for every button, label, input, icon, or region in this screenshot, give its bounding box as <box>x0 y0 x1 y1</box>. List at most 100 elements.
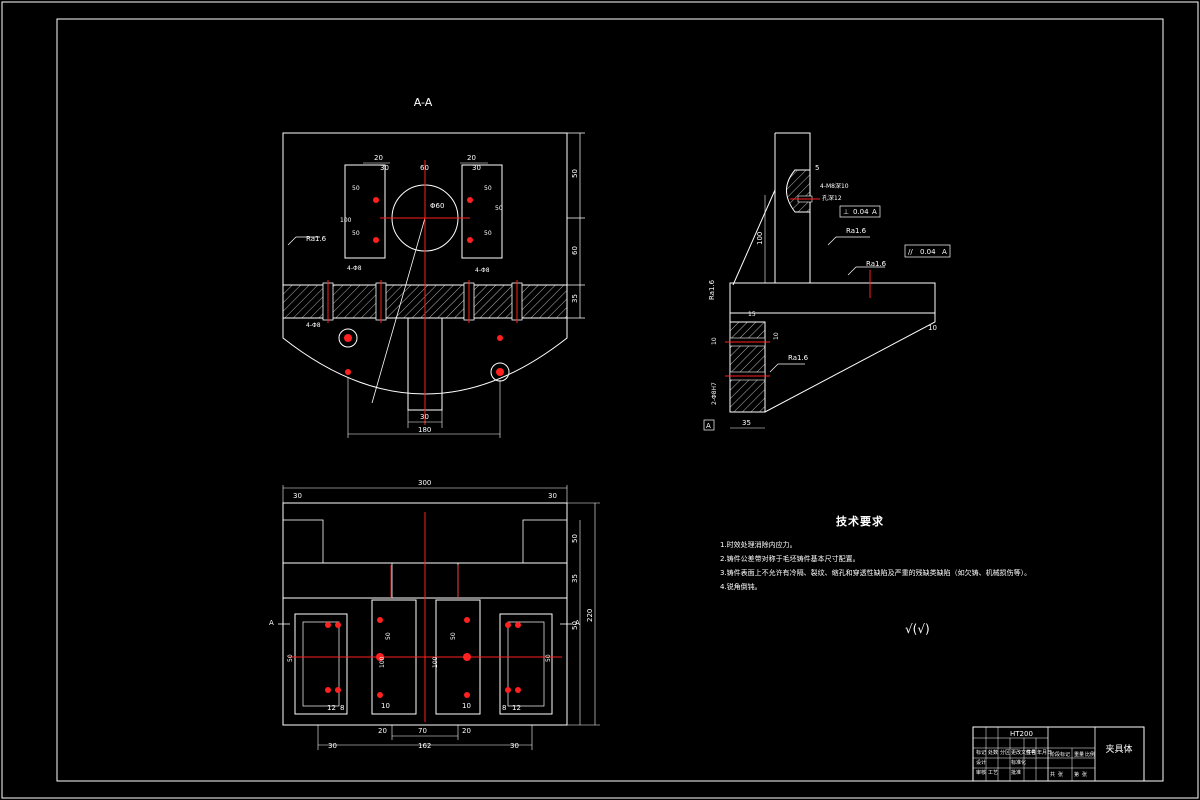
svg-text:4-Φ8: 4-Φ8 <box>347 265 362 272</box>
svg-text:50: 50 <box>571 621 579 630</box>
svg-text:10: 10 <box>381 702 390 710</box>
svg-text:50: 50 <box>385 632 392 640</box>
drawing-frame <box>56 18 1164 782</box>
svg-text:20: 20 <box>467 154 476 162</box>
side-view: 100 5 4-M8深10 孔深12 ⊥ 0.04 A Ra1.6 // 0.0… <box>703 132 951 431</box>
svg-text:Ra1.6: Ra1.6 <box>708 279 716 300</box>
svg-text:50: 50 <box>571 534 579 543</box>
section-title: A-A <box>414 96 433 109</box>
svg-text:100: 100 <box>379 656 386 668</box>
svg-text:10: 10 <box>773 332 780 340</box>
plan-outline <box>282 502 568 726</box>
svg-text:第: 第 <box>1074 771 1079 778</box>
svg-text:4-Φ8: 4-Φ8 <box>306 322 321 329</box>
svg-text:30: 30 <box>420 413 429 421</box>
svg-text:0.04: 0.04 <box>920 248 936 256</box>
svg-text:30: 30 <box>472 164 481 172</box>
svg-text:35: 35 <box>571 294 579 303</box>
svg-text:50: 50 <box>484 185 492 192</box>
svg-text:5: 5 <box>815 164 819 172</box>
svg-text:阶段标记: 阶段标记 <box>1050 751 1070 758</box>
svg-text:35: 35 <box>742 419 751 427</box>
svg-text:4-Φ8: 4-Φ8 <box>475 267 490 274</box>
svg-text:Ra1.6: Ra1.6 <box>866 260 887 268</box>
tech-item-3: 3.铸件表面上不允许有冷隔、裂纹、缩孔和穿透性缺陷及严重的残缺类缺陷（如欠铸、机… <box>720 569 1032 577</box>
title-block: 标记 处数 分区 更改文件号 签名 年月日 设计 标准化 审核 工艺 批准 阶段… <box>972 726 1145 782</box>
svg-text://: // <box>908 248 913 256</box>
svg-text:300: 300 <box>418 479 431 487</box>
svg-text:50: 50 <box>484 230 492 237</box>
svg-text:100: 100 <box>340 217 352 224</box>
svg-text:A: A <box>872 208 877 216</box>
drawing-title: 夹具体 <box>1105 745 1133 755</box>
svg-text:10: 10 <box>928 324 937 332</box>
svg-text:10: 10 <box>711 337 718 345</box>
right-clamp-block <box>461 164 503 259</box>
drawing-number: HT200 <box>1010 730 1033 738</box>
svg-text:A: A <box>575 619 580 627</box>
svg-text:审核: 审核 <box>976 769 986 776</box>
svg-text:50: 50 <box>545 654 552 662</box>
svg-text:100: 100 <box>756 232 764 245</box>
svg-text:Ra1.6: Ra1.6 <box>846 227 867 235</box>
svg-text:工艺: 工艺 <box>988 770 998 776</box>
svg-text:重量: 重量 <box>1074 751 1084 758</box>
svg-text:张: 张 <box>1058 771 1063 778</box>
svg-text:A: A <box>269 619 274 627</box>
svg-text:更改文件号: 更改文件号 <box>1011 749 1036 756</box>
svg-text:20: 20 <box>374 154 383 162</box>
svg-text:Ra1.6: Ra1.6 <box>788 354 809 362</box>
svg-text:0.04: 0.04 <box>853 208 869 216</box>
svg-text:15: 15 <box>748 311 756 318</box>
section-view: A-A 50 <box>282 96 585 438</box>
svg-text:Φ60: Φ60 <box>430 202 444 210</box>
svg-text:Ra1.6: Ra1.6 <box>306 235 327 243</box>
svg-text:60: 60 <box>420 164 429 172</box>
svg-text:162: 162 <box>418 742 431 750</box>
svg-text:A: A <box>942 248 947 256</box>
section-outline <box>282 132 568 395</box>
svg-text:8: 8 <box>502 704 506 712</box>
plan-view: 300 30 30 50 35 50 220 50 50 100 10 <box>269 479 600 750</box>
svg-text:设计: 设计 <box>976 759 986 766</box>
svg-text:60: 60 <box>571 246 579 255</box>
svg-text:2-Φ8H7: 2-Φ8H7 <box>711 382 718 405</box>
svg-text:处数: 处数 <box>988 749 998 756</box>
svg-text:220: 220 <box>586 609 594 622</box>
svg-text:35: 35 <box>571 574 579 583</box>
svg-text:10: 10 <box>462 702 471 710</box>
svg-text:50: 50 <box>495 205 503 212</box>
svg-text:4-M8深10: 4-M8深10 <box>820 182 849 190</box>
svg-text:30: 30 <box>380 164 389 172</box>
svg-text:30: 30 <box>510 742 519 750</box>
svg-text:批准: 批准 <box>1011 769 1021 776</box>
svg-text:A: A <box>706 422 711 430</box>
svg-text:分区: 分区 <box>1000 749 1010 756</box>
tech-item-4: 4.锐角倒钝。 <box>720 583 762 591</box>
svg-text:标记: 标记 <box>976 749 986 756</box>
svg-text:30: 30 <box>293 492 302 500</box>
svg-text:共: 共 <box>1050 771 1055 778</box>
svg-text:30: 30 <box>328 742 337 750</box>
tech-item-2: 2.铸件公差带对称于毛坯铸件基本尺寸配置。 <box>720 555 860 563</box>
svg-text:⊥: ⊥ <box>843 208 849 216</box>
svg-text:8: 8 <box>340 704 344 712</box>
svg-text:30: 30 <box>548 492 557 500</box>
svg-text:12: 12 <box>327 704 336 712</box>
svg-text:标准化: 标准化 <box>1011 759 1026 766</box>
svg-text:20: 20 <box>462 727 471 735</box>
side-base <box>729 282 936 314</box>
svg-text:100: 100 <box>432 656 439 668</box>
svg-text:签名: 签名 <box>1026 749 1036 756</box>
svg-text:50: 50 <box>571 169 579 178</box>
surface-roughness-mark: √(√) <box>905 622 930 636</box>
svg-text:70: 70 <box>418 727 427 735</box>
tech-requirements-title: 技术要求 <box>836 515 884 528</box>
svg-text:20: 20 <box>378 727 387 735</box>
svg-text:50: 50 <box>450 632 457 640</box>
svg-text:50: 50 <box>287 654 294 662</box>
svg-text:180: 180 <box>418 426 431 434</box>
svg-text:50: 50 <box>352 230 360 237</box>
